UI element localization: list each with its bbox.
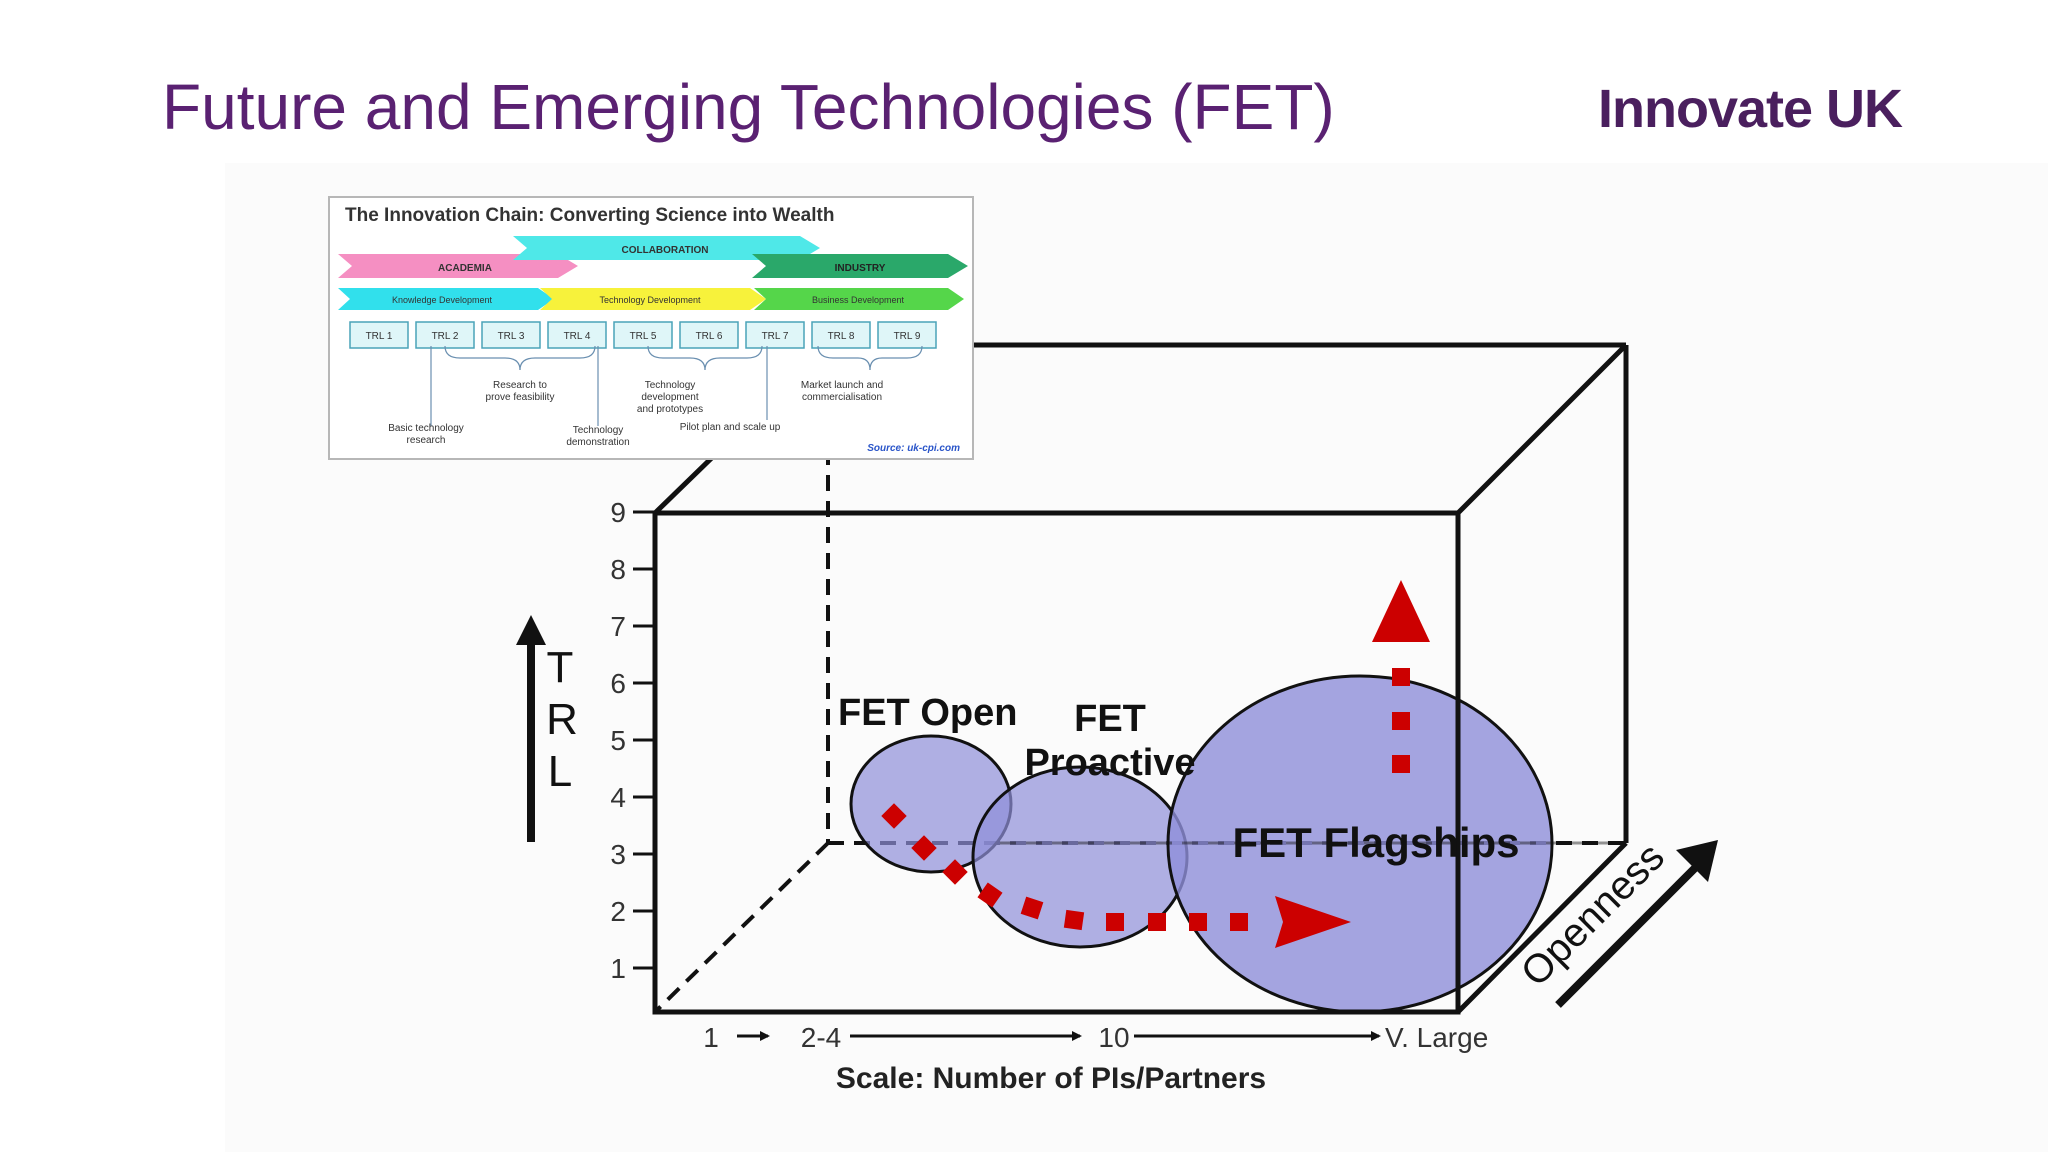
trl-box bbox=[613, 321, 673, 349]
trl-tick-label: 6 bbox=[610, 668, 626, 699]
trl-box-label: TRL 6 bbox=[696, 331, 723, 342]
trl-label-l: L bbox=[548, 747, 572, 796]
note-feasibility-line1: Research to bbox=[493, 380, 547, 391]
arrow-right-icon bbox=[1275, 896, 1351, 948]
fet-proactive-label-line1: FET bbox=[1074, 698, 1146, 740]
inset-title: The Innovation Chain: Converting Science… bbox=[345, 205, 834, 226]
phase-business-label: Business Development bbox=[812, 295, 905, 305]
phase-technology-label: Technology Development bbox=[599, 295, 701, 305]
scale-tick-1: 1 bbox=[703, 1022, 719, 1053]
note-development-line1: Technology bbox=[645, 380, 696, 391]
phase-technology bbox=[540, 288, 766, 310]
bubble-labels: FET Open FET Proactive FET Flagships bbox=[838, 692, 1520, 866]
trl-box bbox=[745, 321, 805, 349]
band-collaboration bbox=[513, 236, 820, 260]
trl-tick-label: 7 bbox=[610, 611, 626, 642]
phase-knowledge-label: Knowledge Development bbox=[392, 295, 493, 305]
fet-proactive-label-line2: Proactive bbox=[1024, 742, 1195, 784]
slide-title: Future and Emerging Technologies (FET) bbox=[162, 71, 1335, 143]
trl-boxes: TRL 1 TRL 2 TRL 3 TRL 4 TRL 5 TRL 6 TRL 7 TRL 8… bbox=[349, 321, 937, 349]
growth-path bbox=[881, 580, 1430, 948]
arrow-diagonal-icon bbox=[1555, 863, 1700, 1008]
note-feasibility-line2: prove feasibility bbox=[486, 392, 555, 403]
fet-flagships-label: FET Flagships bbox=[1232, 819, 1519, 866]
scale-tick-v-large: V. Large bbox=[1385, 1022, 1488, 1053]
arrow-diagonal-icon-head bbox=[1676, 840, 1718, 882]
trl-tick-label: 8 bbox=[610, 554, 626, 585]
note-basic-line2: research bbox=[407, 435, 446, 446]
trl-tick-label: 9 bbox=[610, 497, 626, 528]
inset-source: Source: uk-cpi.com bbox=[867, 443, 960, 454]
band-industry bbox=[752, 254, 968, 278]
trl-box bbox=[481, 321, 541, 349]
phase-knowledge bbox=[338, 288, 554, 310]
brand-logo: Innovate UK bbox=[1598, 79, 1903, 139]
trl-axis: T R L bbox=[516, 615, 578, 842]
band-collaboration-label: COLLABORATION bbox=[621, 245, 708, 256]
trl-tick-label: 3 bbox=[610, 839, 626, 870]
inset-connectors bbox=[430, 345, 923, 426]
note-market-line1: Market launch and bbox=[801, 380, 883, 391]
trl-box bbox=[811, 321, 871, 349]
band-industry-label: INDUSTRY bbox=[835, 263, 886, 274]
trl-label-r: R bbox=[546, 695, 578, 744]
arrow-up-icon bbox=[1372, 580, 1430, 642]
note-market-line2: commercialisation bbox=[802, 392, 882, 403]
note-demonstration-line1: Technology bbox=[573, 425, 624, 436]
inset-notes: Research to prove feasibility Technology… bbox=[388, 380, 883, 448]
trl-tick-label: 1 bbox=[610, 953, 626, 984]
cube-back-edges bbox=[974, 342, 1629, 843]
trl-box-label: TRL 5 bbox=[630, 331, 657, 342]
trl-box bbox=[679, 321, 739, 349]
note-pilot: Pilot plan and scale up bbox=[680, 422, 781, 433]
innovation-chain-inset: The Innovation Chain: Converting Science… bbox=[328, 196, 974, 460]
phase-business bbox=[754, 288, 964, 310]
trl-box bbox=[877, 321, 937, 349]
scale-tick-2-4: 2-4 bbox=[801, 1022, 841, 1053]
arrow-up-icon-head bbox=[516, 615, 546, 645]
note-development-line3: and prototypes bbox=[637, 404, 703, 415]
band-academia-label: ACADEMIA bbox=[438, 263, 492, 274]
scale-tick-10: 10 bbox=[1098, 1022, 1129, 1053]
trl-box bbox=[547, 321, 607, 349]
trl-tick-label: 5 bbox=[610, 725, 626, 756]
note-development-line2: development bbox=[641, 392, 698, 403]
trl-box bbox=[415, 321, 475, 349]
note-basic-line1: Basic technology bbox=[388, 423, 464, 434]
trl-label-t: T bbox=[547, 643, 574, 692]
trl-box-label: TRL 7 bbox=[762, 331, 789, 342]
trl-box-label: TRL 4 bbox=[564, 331, 591, 342]
trl-tick-label: 4 bbox=[610, 782, 626, 813]
trl-box-label: TRL 3 bbox=[498, 331, 525, 342]
trl-tick-label: 2 bbox=[610, 896, 626, 927]
scale-axis-title: Scale: Number of PIs/Partners bbox=[836, 1062, 1266, 1095]
trl-axis-ticks: 1 2 3 4 5 6 7 8 9 bbox=[610, 497, 655, 984]
fet-open-label: FET Open bbox=[838, 692, 1017, 734]
note-demonstration-line2: demonstration bbox=[566, 437, 629, 448]
innovation-chain-graphic: The Innovation Chain: Converting Science… bbox=[338, 205, 968, 454]
trl-box-label: TRL 9 bbox=[894, 331, 921, 342]
scale-axis: 1 2-4 10 V. Large Scale: Number of PIs/P… bbox=[703, 1022, 1488, 1095]
trl-box-label: TRL 8 bbox=[828, 331, 855, 342]
trl-box-label: TRL 1 bbox=[366, 331, 393, 342]
trl-box bbox=[349, 321, 409, 349]
trl-box-label: TRL 2 bbox=[432, 331, 459, 342]
